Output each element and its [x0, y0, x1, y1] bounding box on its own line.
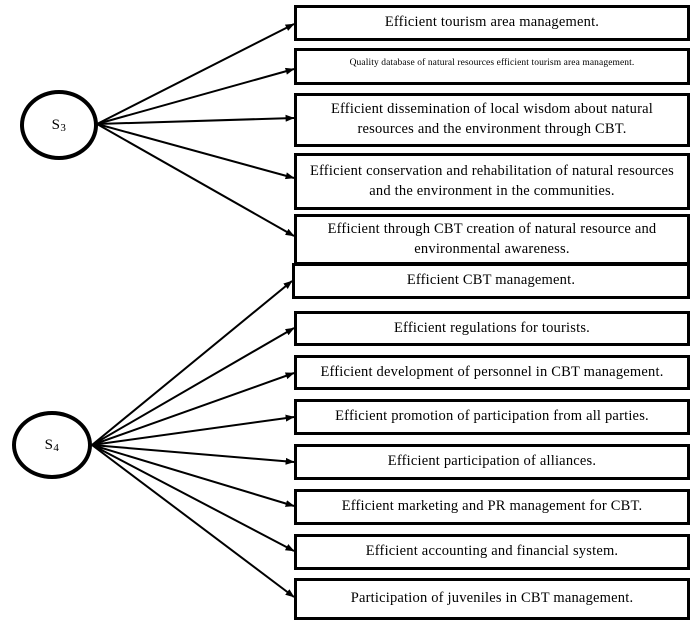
outcome-box-label: Efficient marketing and PR management fo…	[341, 498, 643, 515]
outcome-box[interactable]: Efficient regulations for tourists.	[294, 311, 690, 346]
outcome-box-label: Efficient development of personnel in CB…	[320, 363, 664, 380]
outcome-box-label: Participation of juveniles in CBT manage…	[350, 590, 634, 607]
outcome-box-label: Efficient through CBT creation of natura…	[327, 220, 657, 257]
source-node-s4[interactable]: S4	[12, 411, 92, 479]
outcome-box[interactable]: Efficient accounting and financial syste…	[294, 534, 690, 570]
outcome-box[interactable]: Efficient tourism area management.	[294, 5, 690, 41]
outcome-box[interactable]: Participation of juveniles in CBT manage…	[294, 578, 690, 620]
outcome-box-label: Efficient dissemination of local wisdom …	[330, 101, 653, 137]
arrow-s4-to-box-6	[91, 327, 295, 446]
source-node-s3[interactable]: S3	[20, 90, 98, 160]
outcome-box[interactable]: Efficient CBT management.	[292, 263, 690, 299]
arrow-s3-to-box-1	[96, 67, 295, 125]
arrow-s4-to-box-5	[91, 280, 293, 446]
outcome-box-label: Efficient regulations for tourists.	[394, 319, 590, 336]
arrow-s4-to-box-8	[91, 414, 295, 446]
arrow-s4-to-box-7	[91, 372, 295, 446]
outcome-box-label: Efficient accounting and financial syste…	[365, 543, 619, 560]
arrow-s4-to-box-11	[91, 444, 295, 552]
outcome-box[interactable]: Efficient dissemination of local wisdom …	[294, 93, 690, 147]
outcome-box-label: Efficient promotion of participation fro…	[335, 408, 649, 425]
source-node-label-subscript: 4	[53, 441, 60, 454]
outcome-box[interactable]: Efficient promotion of participation fro…	[294, 399, 690, 435]
outcome-box-label: Efficient tourism area management.	[384, 14, 600, 31]
arrow-s3-to-box-3	[96, 123, 295, 180]
source-node-label-subscript: 3	[60, 121, 67, 134]
arrow-s3-to-box-2	[96, 114, 295, 125]
outcome-box-label: Efficient conservation and rehabilitatio…	[309, 162, 675, 199]
source-node-label-main: S	[51, 116, 61, 133]
outcome-box[interactable]: Efficient marketing and PR management fo…	[294, 489, 690, 525]
outcome-box-label: Quality database of natural resources ef…	[349, 58, 635, 68]
outcome-box[interactable]: Efficient development of personnel in CB…	[294, 355, 690, 390]
arrow-s3-to-box-4	[96, 123, 295, 237]
outcome-box-label: Efficient CBT management.	[406, 272, 576, 289]
source-node-label: S3	[51, 116, 67, 134]
outcome-box[interactable]: Efficient participation of alliances.	[294, 444, 690, 480]
outcome-box-label: Efficient participation of alliances.	[387, 453, 597, 470]
source-node-label-main: S	[44, 436, 54, 453]
arrows-group	[91, 23, 295, 598]
outcome-box[interactable]: Efficient conservation and rehabilitatio…	[294, 153, 690, 210]
source-node-label: S4	[44, 436, 60, 454]
outcome-box[interactable]: Efficient through CBT creation of natura…	[294, 214, 690, 265]
arrow-s4-to-box-12	[91, 444, 295, 598]
arrow-s4-to-box-9	[91, 444, 295, 465]
arrow-s4-to-box-10	[91, 444, 295, 507]
outcome-box[interactable]: Quality database of natural resources ef…	[294, 48, 690, 85]
arrow-s3-to-box-0	[96, 23, 295, 125]
